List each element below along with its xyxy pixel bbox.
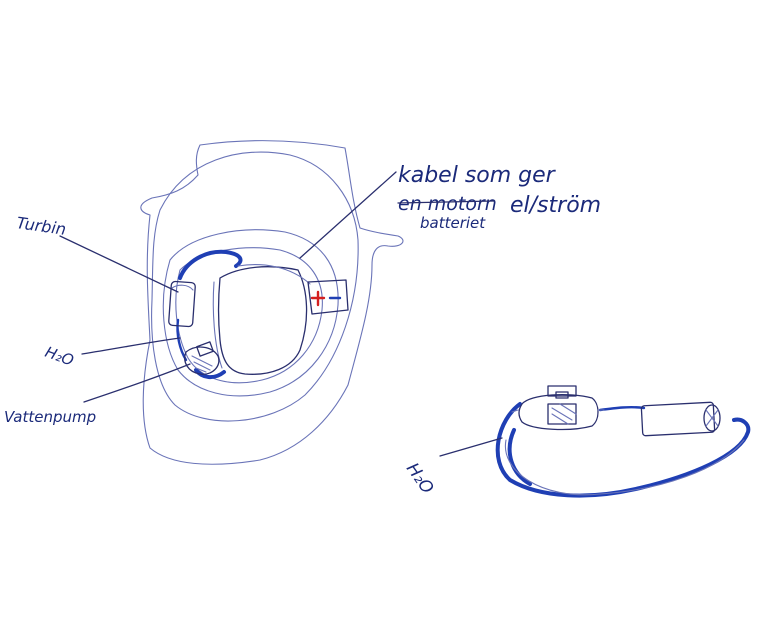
leader-h2o-left <box>81 337 181 355</box>
leader-h2o-right <box>439 437 503 457</box>
strike-through <box>397 200 495 204</box>
water-pump <box>184 341 220 375</box>
label-vattenpump: Vattenpump <box>4 408 96 426</box>
turbine <box>168 280 196 328</box>
leader-turbin <box>59 235 179 293</box>
label-turbin: Turbin <box>15 213 67 239</box>
battery <box>307 279 349 315</box>
detail-loop <box>495 402 751 498</box>
label-h2o-left: H₂O <box>43 343 77 370</box>
label-cable-line3: batteriet <box>420 214 486 232</box>
label-cable-line1: kabel som ger <box>398 163 557 188</box>
toilet-bowl <box>217 266 308 375</box>
leader-vattenpump <box>83 363 191 403</box>
label-cable-struck: en motorn <box>398 193 497 215</box>
toilet-outline <box>140 140 404 465</box>
detail-pump <box>511 385 605 431</box>
label-cable-line2: el/ström <box>510 193 601 218</box>
detail-turbine <box>640 401 721 437</box>
label-h2o-right: H₂O <box>402 459 437 497</box>
blue-cable-loop <box>178 249 243 280</box>
leader-cable <box>299 171 397 259</box>
